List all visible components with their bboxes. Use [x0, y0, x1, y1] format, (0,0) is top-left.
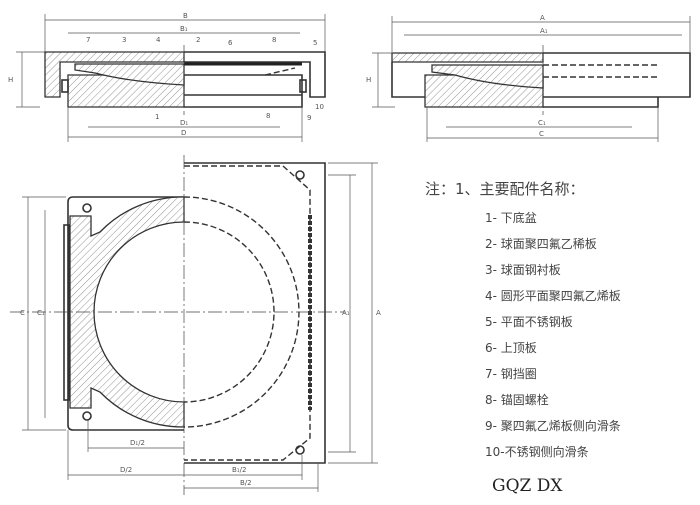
dim-B: B — [183, 12, 188, 20]
dim-C: C — [539, 130, 544, 138]
dim-H: H — [8, 76, 13, 84]
dim-C-plan: C — [20, 309, 25, 317]
notes-heading: 注：1、主要配件名称： — [425, 180, 585, 198]
note-item: 3- 球面钢衬板 — [485, 263, 561, 277]
dim-A1: A₁ — [540, 27, 548, 35]
dim-A1-plan: A₁ — [342, 309, 350, 317]
dim-D1: D₁ — [180, 119, 188, 127]
note-item: 8- 锚固螺栓 — [485, 393, 549, 407]
callout-10: 10 — [315, 103, 324, 111]
dim-H-2: H — [366, 76, 371, 84]
model-title: GQZ DX — [492, 476, 563, 496]
note-item: 5- 平面不锈钢板 — [485, 315, 573, 329]
note-item: 1- 下底盆 — [485, 211, 537, 225]
callout-7: 7 — [86, 36, 90, 44]
section-view-longitudinal: B B₁ H D₁ D 7 3 4 2 6 8 5 1 8 10 9 — [8, 12, 326, 142]
dim-C1: C₁ — [538, 119, 546, 127]
dim-A-plan: A — [376, 309, 381, 317]
plan-view: C C₁ A₁ A D₁/2 D/2 B₁/2 B/2 — [10, 155, 381, 495]
dim-D: D — [181, 129, 186, 137]
dim-A: A — [540, 14, 545, 22]
note-item: 10-不锈钢侧向滑条 — [485, 445, 589, 459]
note-item: 7- 钢挡圈 — [485, 367, 537, 381]
callout-4: 4 — [156, 36, 161, 44]
callout-6: 6 — [228, 39, 233, 47]
dim-D1-half: D₁/2 — [130, 439, 145, 447]
note-item: 9- 聚四氟乙烯板侧向滑条 — [485, 419, 621, 433]
dim-B1: B₁ — [180, 25, 188, 33]
dim-C1-plan: C₁ — [37, 309, 45, 317]
callout-9: 9 — [307, 114, 311, 122]
dim-B-half: B/2 — [240, 479, 252, 487]
note-item: 6- 上顶板 — [485, 341, 537, 355]
dim-B1-half: B₁/2 — [232, 466, 246, 474]
callout-3: 3 — [122, 36, 126, 44]
callout-8-top: 8 — [272, 36, 276, 44]
note-item: 2- 球面聚四氟乙稀板 — [485, 237, 597, 251]
callout-1: 1 — [155, 113, 159, 121]
note-item: 4- 圆形平面聚四氟乙烯板 — [485, 289, 621, 303]
callout-2: 2 — [196, 36, 200, 44]
callout-5: 5 — [313, 39, 317, 47]
section-view-transverse: A A₁ H C₁ C — [366, 14, 691, 142]
parts-notes: 注：1、主要配件名称： 1- 下底盆 2- 球面聚四氟乙稀板 3- 球面钢衬板 … — [425, 178, 621, 465]
callout-8-bottom: 8 — [266, 112, 270, 120]
dim-D-half: D/2 — [120, 466, 132, 474]
